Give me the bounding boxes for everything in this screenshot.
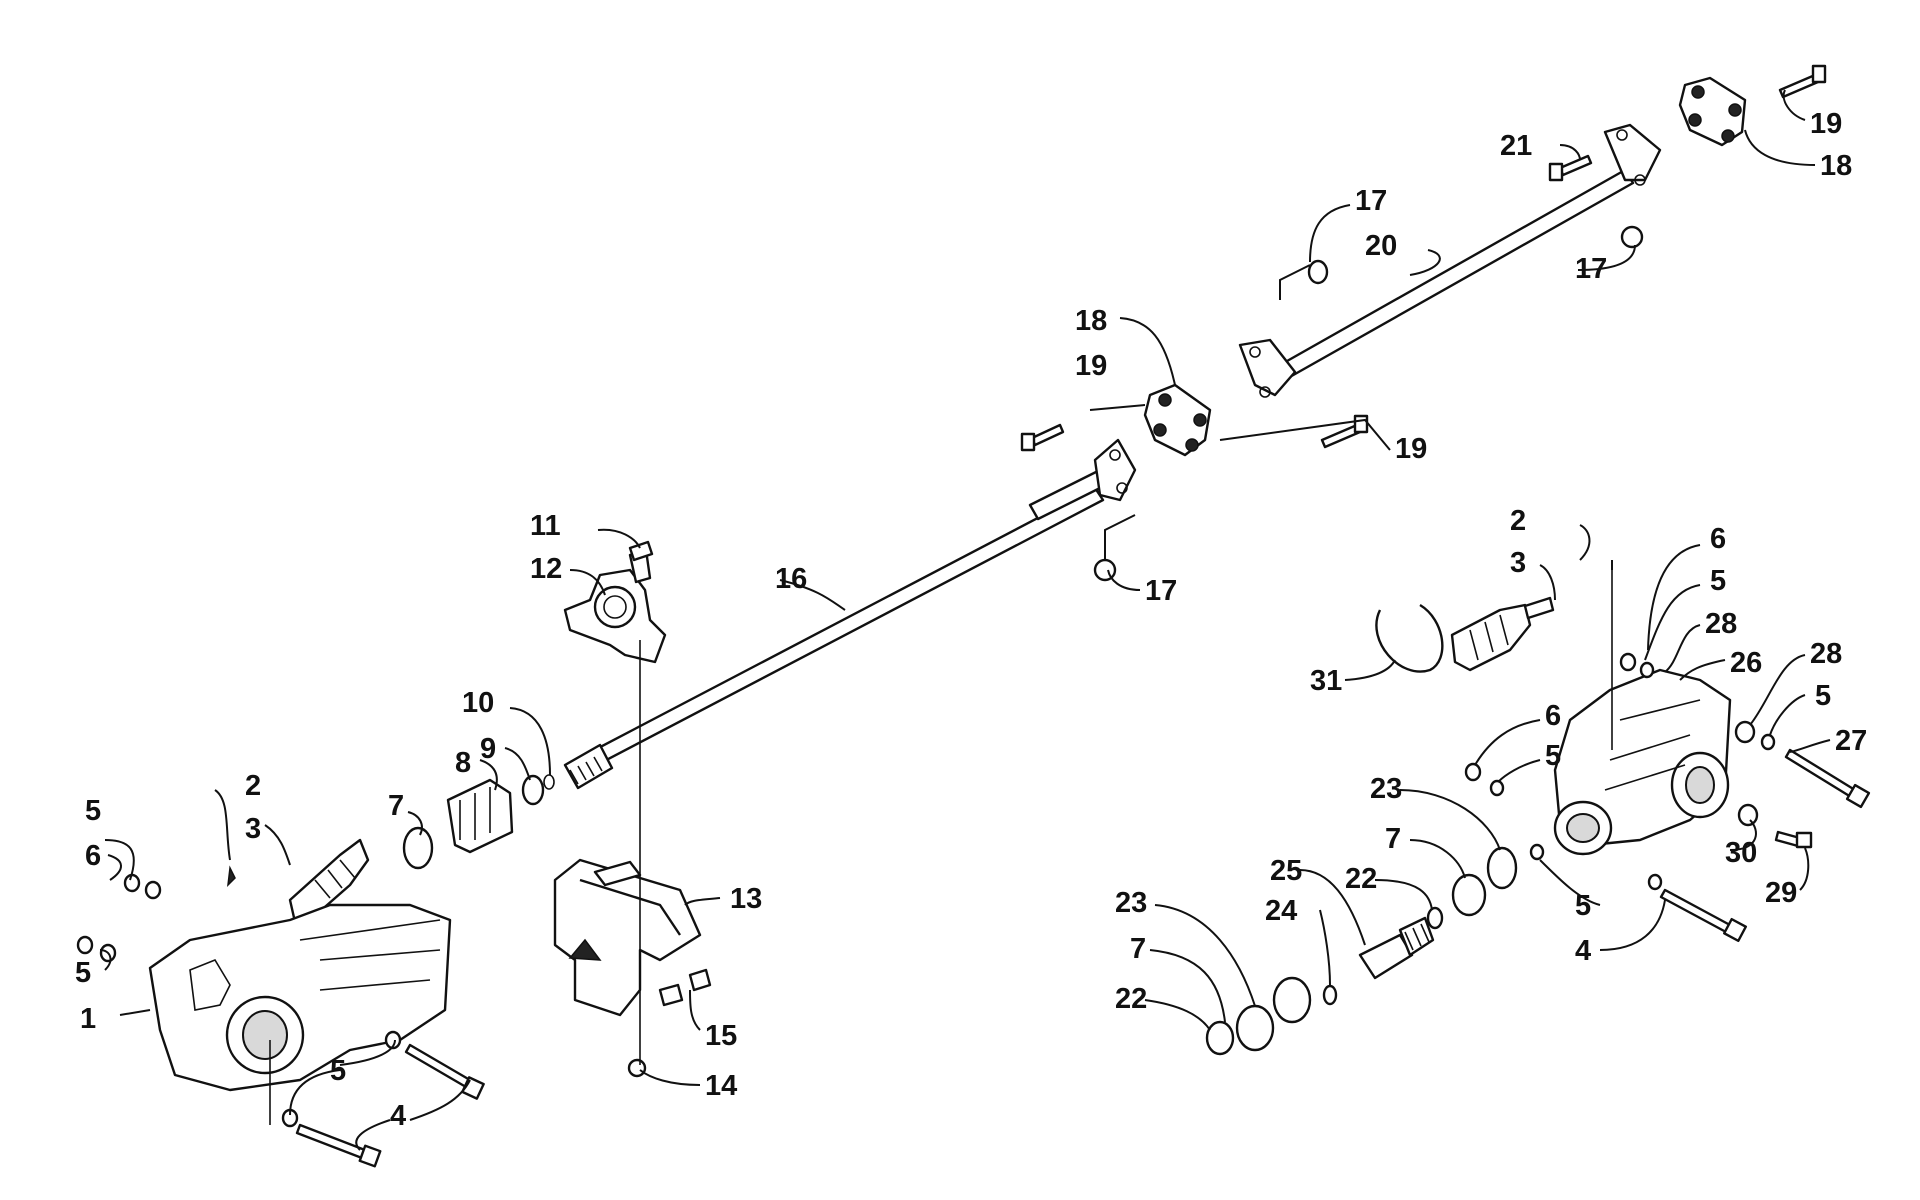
callout-21: 21 bbox=[1500, 130, 1532, 162]
callout-16: 16 bbox=[775, 563, 807, 595]
callout-2: 2 bbox=[1510, 505, 1526, 537]
rear-differential-26 bbox=[1553, 560, 1732, 856]
drive-shaft-20 bbox=[1238, 123, 1662, 398]
clamp-7-left bbox=[402, 826, 434, 870]
drive-shaft-16 bbox=[563, 438, 1137, 790]
callout-7: 7 bbox=[1130, 933, 1146, 965]
callout-5: 5 bbox=[1815, 680, 1831, 712]
callout-5: 5 bbox=[1575, 890, 1591, 922]
callout-4: 4 bbox=[390, 1100, 406, 1132]
callout-5: 5 bbox=[1710, 565, 1726, 597]
fasteners-14-15 bbox=[627, 640, 712, 1078]
right-shaft-components bbox=[1205, 846, 1518, 1056]
front-differential-1 bbox=[148, 903, 452, 1125]
callout-13: 13 bbox=[730, 883, 762, 915]
callout-12: 12 bbox=[530, 553, 562, 585]
callout-8: 8 bbox=[455, 747, 471, 779]
flex-coupler-18-middle bbox=[1143, 383, 1212, 457]
callout-19: 19 bbox=[1075, 350, 1107, 382]
callout-25: 25 bbox=[1270, 855, 1302, 887]
right-hardware bbox=[1464, 652, 1871, 943]
callout-1: 1 bbox=[80, 1003, 96, 1035]
flex-coupler-18-rear bbox=[1678, 76, 1747, 147]
callout-7: 7 bbox=[388, 790, 404, 822]
callout-17: 17 bbox=[1355, 185, 1387, 217]
callout-5: 5 bbox=[85, 795, 101, 827]
callout-22: 22 bbox=[1345, 863, 1377, 895]
callout-3: 3 bbox=[1510, 547, 1526, 579]
callout-4: 4 bbox=[1575, 935, 1591, 967]
callout-28: 28 bbox=[1705, 608, 1737, 640]
rings-9-10 bbox=[521, 774, 555, 806]
callout-3: 3 bbox=[245, 813, 261, 845]
callout-11: 11 bbox=[530, 510, 561, 542]
callout-17: 17 bbox=[1145, 575, 1177, 607]
callout-17: 17 bbox=[1575, 253, 1607, 285]
callout-2: 2 bbox=[245, 770, 261, 802]
callout-14: 14 bbox=[705, 1070, 737, 1102]
callout-5: 5 bbox=[330, 1055, 346, 1087]
callout-23: 23 bbox=[1115, 887, 1147, 919]
callout-29: 29 bbox=[1765, 877, 1797, 909]
left-hardware bbox=[76, 865, 485, 1168]
callout-5: 5 bbox=[1545, 740, 1561, 772]
callout-31: 31 bbox=[1310, 665, 1342, 697]
callout-19: 19 bbox=[1395, 433, 1427, 465]
callout-9: 9 bbox=[480, 733, 496, 765]
callout-19: 19 bbox=[1810, 108, 1842, 140]
callout-15: 15 bbox=[705, 1020, 737, 1052]
callout-30: 30 bbox=[1725, 837, 1757, 869]
callout-6: 6 bbox=[1545, 700, 1561, 732]
bolts bbox=[1020, 64, 1827, 452]
circlip-31 bbox=[1375, 603, 1444, 673]
boot-8 bbox=[446, 778, 514, 854]
callout-7: 7 bbox=[1385, 823, 1401, 855]
callout-24: 24 bbox=[1265, 895, 1297, 927]
callout-labels: 1 2 3 4 5 5 5 6 7 8 9 10 11 12 13 14 15 … bbox=[75, 108, 1867, 1132]
callout-10: 10 bbox=[462, 687, 494, 719]
callout-26: 26 bbox=[1730, 647, 1762, 679]
callout-20: 20 bbox=[1365, 230, 1397, 262]
callout-18: 18 bbox=[1075, 305, 1107, 337]
callout-23: 23 bbox=[1370, 773, 1402, 805]
callout-27: 27 bbox=[1835, 725, 1867, 757]
callout-22: 22 bbox=[1115, 983, 1147, 1015]
callout-5: 5 bbox=[75, 957, 91, 989]
callout-6: 6 bbox=[1710, 523, 1726, 555]
callout-18: 18 bbox=[1820, 150, 1852, 182]
bearing-12 bbox=[563, 540, 667, 664]
boot-3-right bbox=[1450, 596, 1555, 672]
leader-lines bbox=[99, 89, 1831, 1151]
callout-28: 28 bbox=[1810, 638, 1842, 670]
callout-6: 6 bbox=[85, 840, 101, 872]
